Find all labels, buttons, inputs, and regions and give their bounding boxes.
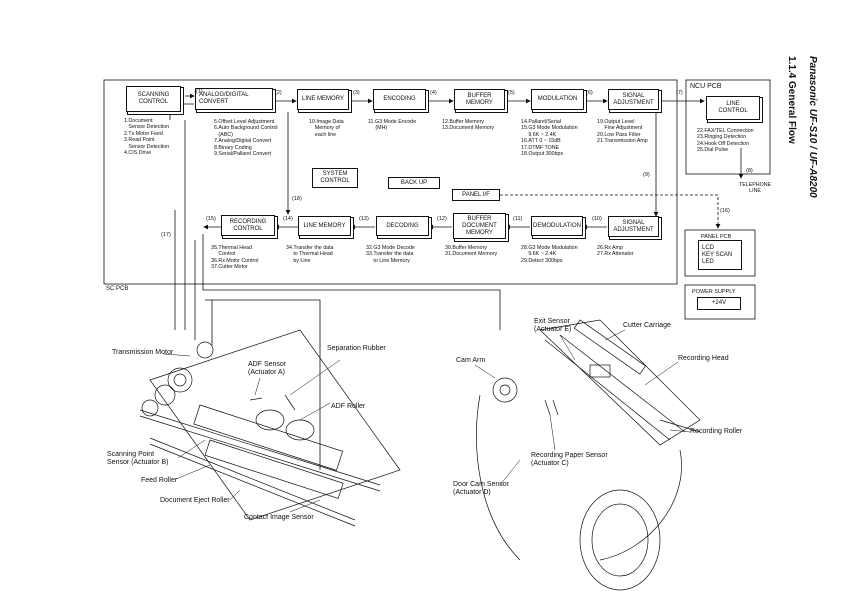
note-ad-convert: 5.Offset Level Adjustment 6.Auto Backgro…: [214, 119, 278, 158]
telephone-line-label: TELEPHONE LINE: [739, 182, 772, 195]
signal-adjustment-tx-block: SIGNAL ADJUSTMENT: [608, 89, 659, 110]
arrow-number: (14): [283, 216, 293, 222]
back-up-block: BACK UP: [388, 177, 440, 189]
note-line-memory-tx: 10.Image Data Memory of each line: [309, 119, 344, 138]
ncu-pcb-label: NCU PCB: [690, 83, 722, 90]
note-line-memory-rx: 34.Transfer the data to Thermal Head by …: [286, 245, 334, 264]
label-adf-sensor: ADF Sensor (Actuator A): [248, 361, 287, 376]
panel-items-block: LCD KEY SCAN LED: [698, 240, 742, 270]
label-cam-arm: Cam Arm: [456, 357, 486, 364]
label-recording-paper-sensor: Recording Paper Sensor (Actuator C): [531, 452, 608, 467]
label-transmission-motor: Transmission Motor: [112, 349, 174, 356]
note-signal-rx: 26.Rx Amp 27.Rx Attenator: [597, 245, 634, 258]
arrow-number: (4): [430, 90, 437, 96]
modulation-block: MODULATION: [531, 89, 584, 110]
encoding-block: ENCODING: [373, 89, 426, 110]
note-ncu: 22.FAX/TEL Connection 23.Ringing Detecti…: [697, 128, 754, 154]
demodulation-block: DEMODULATION: [531, 216, 583, 236]
arrow-number: (12): [437, 216, 447, 222]
arrow-number: (17): [161, 232, 171, 238]
label-adf-roller: ADF Roller: [331, 403, 366, 410]
ad-convert-block: ANALOG/DIGITAL CONVERT: [195, 88, 273, 110]
sc-pcb-label: SC PCB: [106, 286, 129, 292]
label-separation-rubber: Separation Rubber: [327, 345, 386, 352]
note-signal-tx: 19.Output Level Fine Adjustment 20.Low P…: [597, 119, 648, 145]
power-supply-label: POWER SUPPLY: [692, 289, 736, 295]
note-recording-control: 35.Thermal Head Control 36.Rx Motor Cont…: [211, 245, 259, 271]
note-encoding: 11.G3 Mode Encode (MH): [368, 119, 417, 132]
label-feed-roller: Feed Roller: [141, 477, 178, 484]
arrow-number: (15): [206, 216, 216, 222]
arrow-number: (18): [292, 196, 302, 202]
arrow-number: (2): [275, 90, 282, 96]
arrow-number: (16): [720, 208, 730, 214]
arrow-number: (3): [353, 90, 360, 96]
scanning-control-block: SCANNING CONTROL: [126, 86, 181, 112]
power-voltage-block: +24V: [697, 297, 741, 310]
label-scanning-point-sensor: Scanning Point Sensor (Actuator B): [107, 451, 169, 466]
line-memory-tx-block: LINE MEMORY: [297, 89, 349, 110]
line-control-block: LINE CONTROL: [706, 96, 760, 120]
arrow-number: (11): [513, 216, 523, 222]
label-document-eject-roller: Document Eject Roller: [160, 497, 230, 504]
label-exit-sensor: Exit Sensor (Actuator E): [534, 318, 572, 333]
label-cutter-carriage: Cutter Carriage: [623, 322, 671, 329]
note-decoding: 32.G3 Mode Decode 33.Transfer the data t…: [366, 245, 415, 264]
arrow-number: (9): [643, 172, 650, 178]
arrow-number: (8): [746, 168, 753, 174]
panel-if-block: PANEL I/F: [452, 189, 500, 201]
buffer-memory-block: BUFFER MEMORY: [454, 89, 505, 110]
adf-mechanism-illustration: [139, 329, 401, 527]
label-door-cam-sensor: Door Cam Sensor (Actuator D): [453, 481, 510, 496]
system-control-block: SYSTEM CONTROL: [312, 168, 358, 188]
note-scanning: 1.Document Sensor Detection 2.Tx Motor F…: [124, 118, 170, 157]
arrow-number: (6): [586, 90, 593, 96]
decoding-block: DECODING: [376, 216, 429, 236]
note-demodulation: 28.G3 Mode Modulation 9.6K ~ 2.4K 29.Det…: [521, 245, 578, 264]
arrow-number: (7): [676, 90, 683, 96]
note-buffer: 12.Buffer Memory 13.Document Memory: [442, 119, 495, 132]
label-recording-roller: Recording Roller: [690, 428, 743, 435]
recording-control-block: RECORDING CONTROL: [221, 215, 275, 236]
arrow-number: (1): [196, 89, 203, 95]
label-contact-image-sensor: Contact Image Sensor: [244, 514, 314, 521]
arrow-number: (13): [359, 216, 369, 222]
arrow-number: (5): [508, 90, 515, 96]
line-memory-rx-block: LINE MEMORY: [298, 216, 351, 236]
arrow-number: (10): [592, 216, 602, 222]
recording-mechanism-illustration: [476, 319, 701, 591]
panel-pcb-label: PANEL PCB: [701, 234, 732, 240]
label-recording-head: Recording Head: [678, 355, 729, 362]
signal-adjustment-rx-block: SIGNAL ADJUSTMENT: [608, 216, 659, 237]
note-modulation: 14.Pallarel/Serial 15.G3 Mode Modulation…: [521, 119, 578, 158]
buffer-document-memory-block: BUFFER DOCUMENT MEMORY: [453, 213, 506, 239]
note-buffer-doc: 30.Buffer Memory 31.Document Memory: [445, 245, 498, 258]
